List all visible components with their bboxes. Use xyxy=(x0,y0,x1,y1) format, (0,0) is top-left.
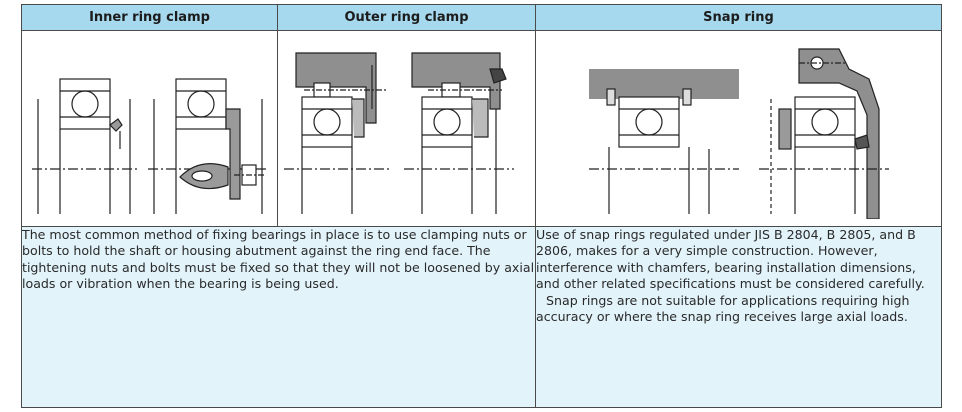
snap-ring-description-2: Snap rings are not suitable for applicat… xyxy=(536,292,910,325)
snap-ring-description-cell: Use of snap rings regulated under JIS B … xyxy=(535,226,942,408)
fixing-methods-table: Inner ring clamp Outer ring clamp Snap r… xyxy=(21,4,942,408)
snap-ring-drawing xyxy=(588,47,889,219)
snap-ring-description-1: Use of snap rings regulated under JIS B … xyxy=(536,227,925,292)
header-snap-ring: Snap ring xyxy=(535,4,942,31)
header-row: Inner ring clamp Outer ring clamp Snap r… xyxy=(21,4,942,31)
clamp-description-cell: The most common method of fixing bearing… xyxy=(21,226,536,408)
inner-ring-clamp-figure-cell xyxy=(21,30,278,227)
snap-ring-figure-cell xyxy=(535,30,942,227)
header-outer-ring-clamp: Outer ring clamp xyxy=(277,4,536,31)
description-row: The most common method of fixing bearing… xyxy=(21,226,942,408)
inner-ring-clamp-drawing xyxy=(31,77,268,214)
figure-row xyxy=(21,30,942,227)
outer-ring-clamp-figure-cell xyxy=(277,30,536,227)
clamp-description: The most common method of fixing bearing… xyxy=(22,227,535,292)
outer-ring-clamp-drawing xyxy=(283,51,514,214)
header-inner-ring-clamp: Inner ring clamp xyxy=(21,4,278,31)
